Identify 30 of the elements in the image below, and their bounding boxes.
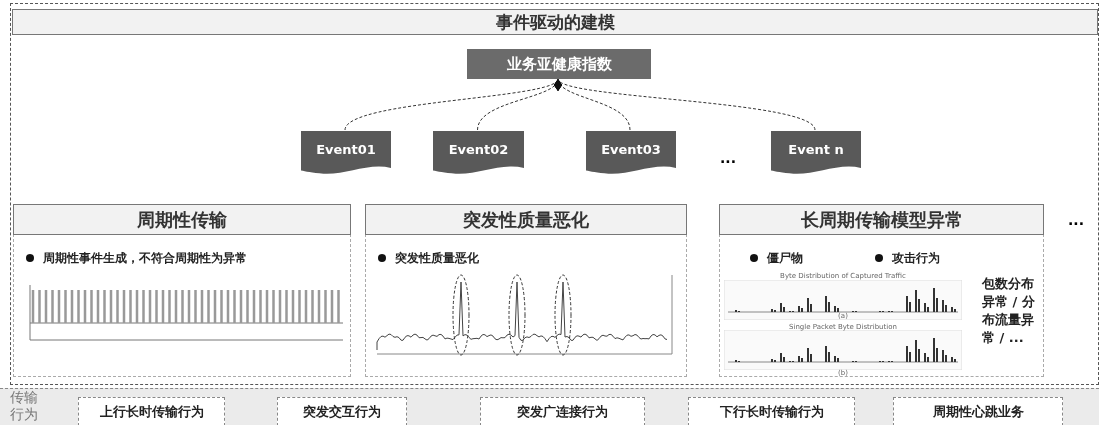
event-label: Event03 — [600, 140, 662, 159]
document-shape — [771, 131, 861, 176]
ellipsis: ... — [1068, 212, 1084, 228]
event-label: Event n — [787, 140, 845, 159]
document-shape — [301, 131, 391, 176]
panel-header: 周期性传输 — [13, 204, 351, 235]
behavior-band — [0, 388, 1099, 425]
document-shape — [586, 131, 676, 176]
band-label: 传输行为 — [10, 389, 39, 423]
note-text: 包数分布异常 / 分布流量异常 / ... — [982, 275, 1036, 347]
title-band: 事件驱动的建模 — [12, 9, 1098, 35]
bullet-text: 僵尸物 — [767, 250, 803, 267]
panel-header: 长周期传输模型异常 — [719, 204, 1044, 235]
event-label: Event01 — [315, 140, 377, 159]
behavior-box: 突发交互行为 — [277, 397, 407, 425]
ellipsis: ... — [720, 150, 736, 166]
behavior-box: 突发广连接行为 — [480, 397, 645, 425]
index-box: 业务亚健康指数 — [467, 49, 651, 79]
bullet-text: 突发性质量恶化 — [395, 250, 479, 267]
bullet-text: 周期性事件生成，不符合周期性为异常 — [43, 250, 247, 267]
panel-header: 突发性质量恶化 — [365, 204, 687, 235]
panel — [13, 204, 351, 377]
connector — [557, 78, 816, 131]
behavior-box: 周期性心跳业务 — [893, 397, 1063, 425]
document-shape — [433, 131, 524, 176]
panel — [365, 204, 687, 377]
bullet-text: 攻击行为 — [892, 250, 940, 267]
event-label: Event02 — [447, 140, 510, 159]
behavior-box: 下行长时传输行为 — [688, 397, 855, 425]
behavior-box: 上行长时传输行为 — [78, 397, 225, 425]
